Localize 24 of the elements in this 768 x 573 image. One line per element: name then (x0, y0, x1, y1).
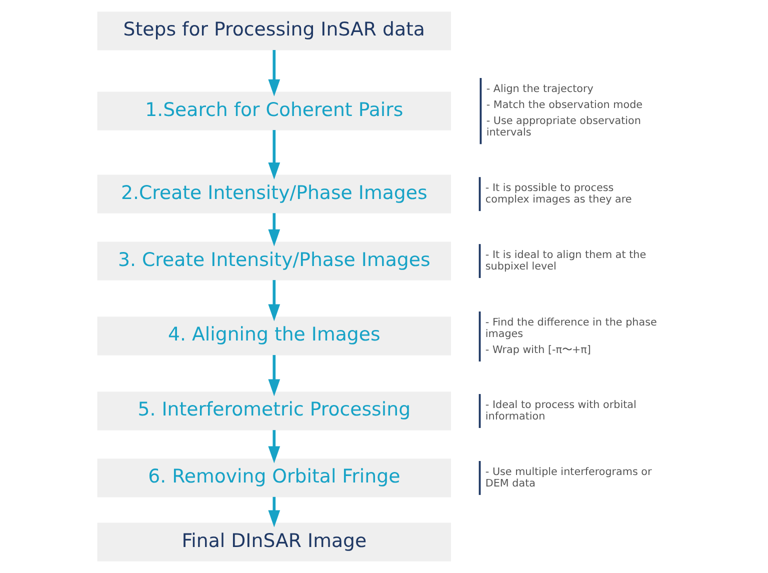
node-label: - Match the observation mode (486, 99, 642, 112)
arrow (268, 213, 280, 246)
node-label: - Use multiple interferograms or DEM data (484, 466, 652, 490)
node-label: - Find the difference in the phase images (484, 316, 656, 340)
node-box: 3. Create Intensity/Phase Images (96, 242, 450, 280)
node-label: - It is possible to process complex images as they are (484, 182, 632, 206)
node-box: 2.Create Intensity/Phase Images (96, 174, 450, 214)
node-box: 5. Interferometric Processing (96, 392, 450, 430)
arrow (268, 130, 280, 180)
node-label: - Ideal to process with orbital information (484, 398, 636, 422)
node-box: Final DInSAR Image (96, 522, 450, 562)
arrow (268, 50, 280, 96)
node-label: - It is ideal to align them at the subpixel level (484, 249, 646, 272)
node-label: - Use appropriate observation intervals (486, 115, 640, 138)
node-box: 1.Search for Coherent Pairs (96, 92, 450, 130)
arrow (268, 430, 280, 464)
node-label: - Wrap with [-π〜+π] (484, 344, 590, 356)
arrow (268, 355, 280, 396)
node-label: - Align the trajectory (486, 83, 593, 96)
node-box: Steps for Processing InSAR data (96, 12, 450, 50)
arrow (268, 496, 280, 528)
node-box: 4. Aligning the Images (96, 316, 450, 356)
arrow (268, 280, 280, 322)
node-box: 6. Removing Orbital Fringe (96, 458, 450, 498)
